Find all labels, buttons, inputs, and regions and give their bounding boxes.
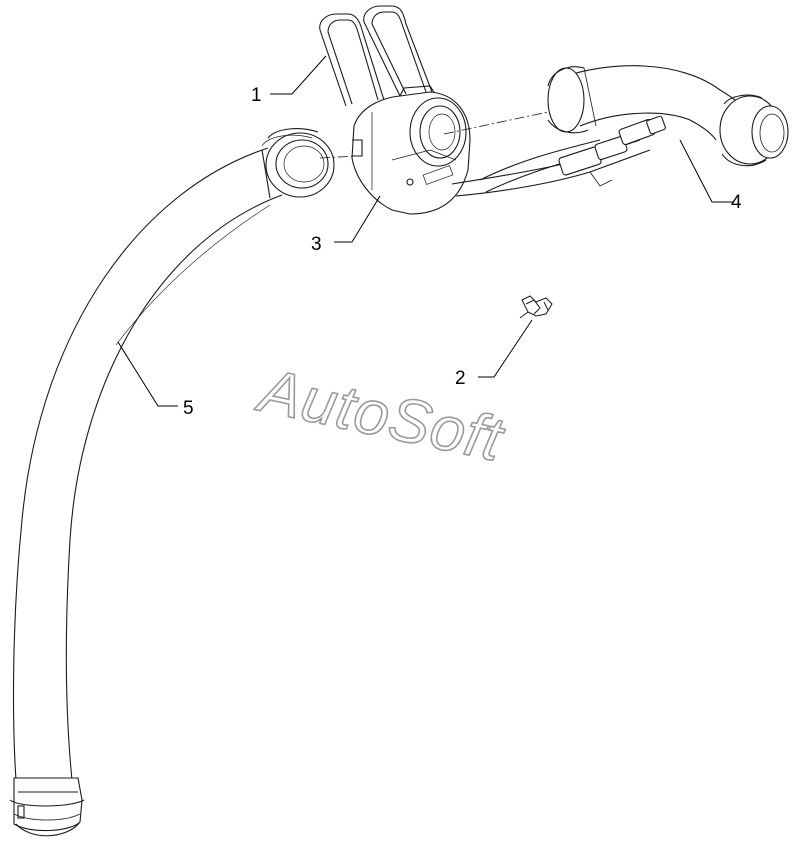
part-1-retaining-clips <box>319 5 433 107</box>
callout-1: 1 <box>251 85 262 106</box>
watermark: AutoSoft <box>249 355 511 476</box>
callout-leaders <box>117 55 734 407</box>
callout-2: 2 <box>455 368 466 389</box>
callout-labels: 1 2 3 4 5 <box>183 85 742 419</box>
part-5-long-hose <box>9 128 335 837</box>
part-2-small-clip <box>519 295 553 319</box>
part-4-short-hose <box>547 65 789 167</box>
callout-4: 4 <box>731 192 742 213</box>
assembly-centerlines <box>319 111 549 159</box>
watermark-text: AutoSoft <box>250 355 510 475</box>
callout-5: 5 <box>183 398 194 419</box>
callout-3: 3 <box>311 234 322 255</box>
part-3-sensor-housing <box>351 85 666 215</box>
